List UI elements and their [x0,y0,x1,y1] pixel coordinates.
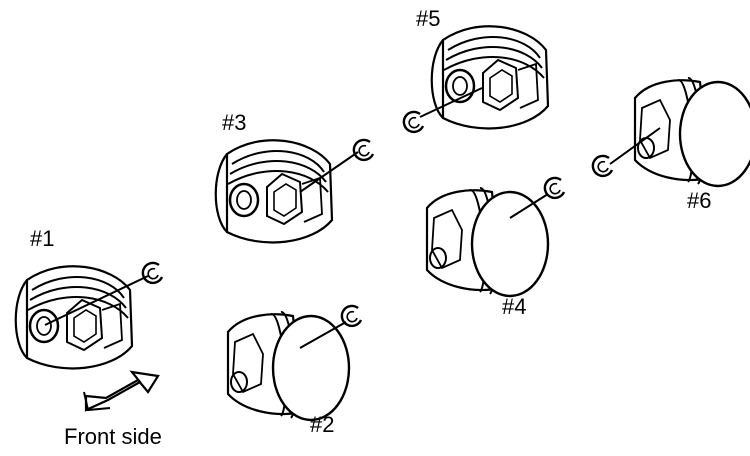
clip-6 [591,154,614,178]
piston-5 [430,24,550,130]
label-piston-6: #6 [687,188,712,213]
pin-6 [609,127,661,165]
clip-4 [543,176,566,200]
piston-6 [633,76,750,188]
label-piston-3: #3 [222,110,247,135]
pin-5 [419,87,483,118]
clip-3 [352,138,375,162]
front-side-label: Front side [64,424,162,449]
clip-5 [402,110,425,134]
pin-4 [509,193,549,219]
front-side-arrow [83,370,160,412]
piston-2 [226,310,351,422]
piston-1 [14,264,134,370]
label-piston-1: #1 [30,226,55,251]
pin-2 [299,321,347,349]
pin-1 [44,275,149,326]
label-piston-4: #4 [502,294,527,319]
piston-4 [425,186,550,298]
clip-2 [340,304,363,328]
piston-3 [214,138,334,244]
label-piston-5: #5 [416,6,441,31]
label-piston-2: #2 [310,412,335,437]
pin-3 [299,151,359,193]
clip-1 [141,261,164,285]
